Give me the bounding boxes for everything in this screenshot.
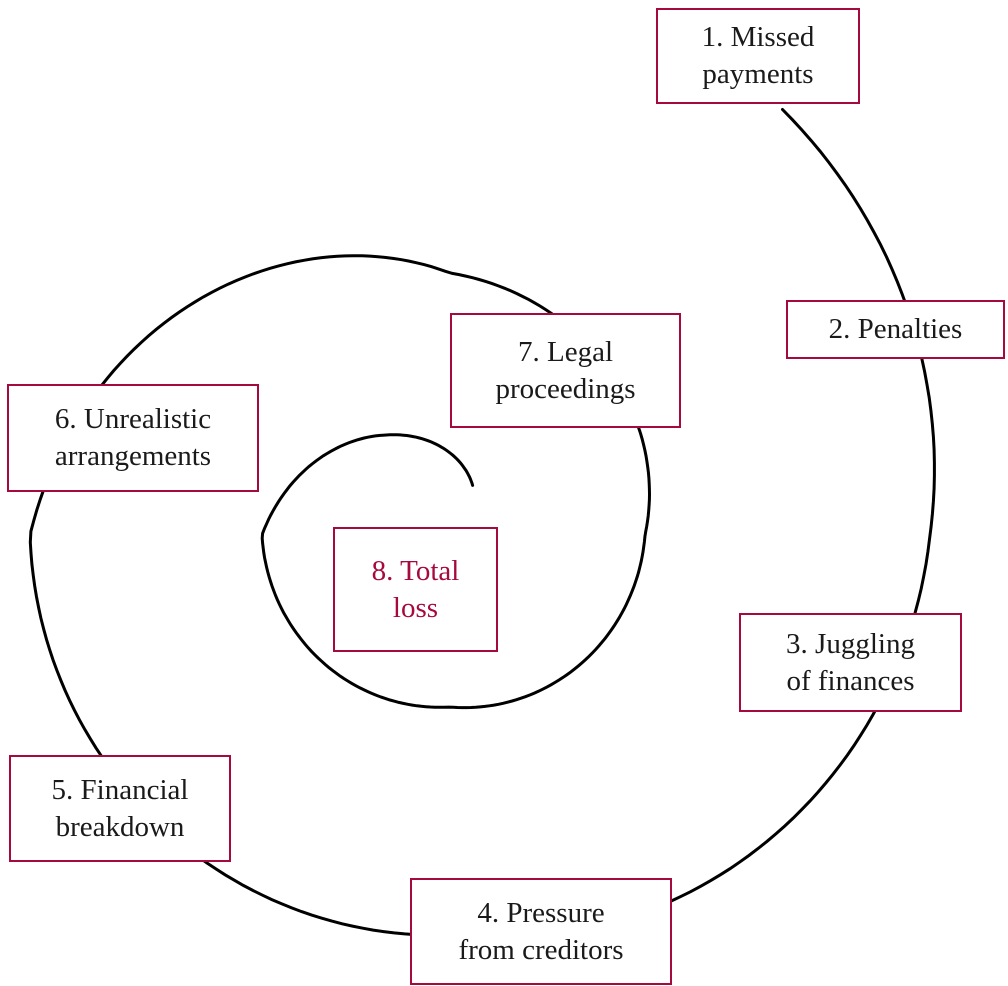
step-box-unrealistic-arrangements: 6. Unrealistic arrangements (7, 384, 259, 492)
step-box-penalties: 2. Penalties (786, 300, 1005, 359)
step-box-total-loss: 8. Total loss (333, 527, 498, 652)
step-box-missed-payments: 1. Missed payments (656, 8, 860, 104)
step-box-juggling-of-finances: 3. Juggling of finances (739, 613, 962, 712)
step-box-legal-proceedings: 7. Legal proceedings (450, 313, 681, 428)
step-box-pressure-from-creditors: 4. Pressure from creditors (410, 878, 672, 985)
step-box-financial-breakdown: 5. Financial breakdown (9, 755, 231, 862)
